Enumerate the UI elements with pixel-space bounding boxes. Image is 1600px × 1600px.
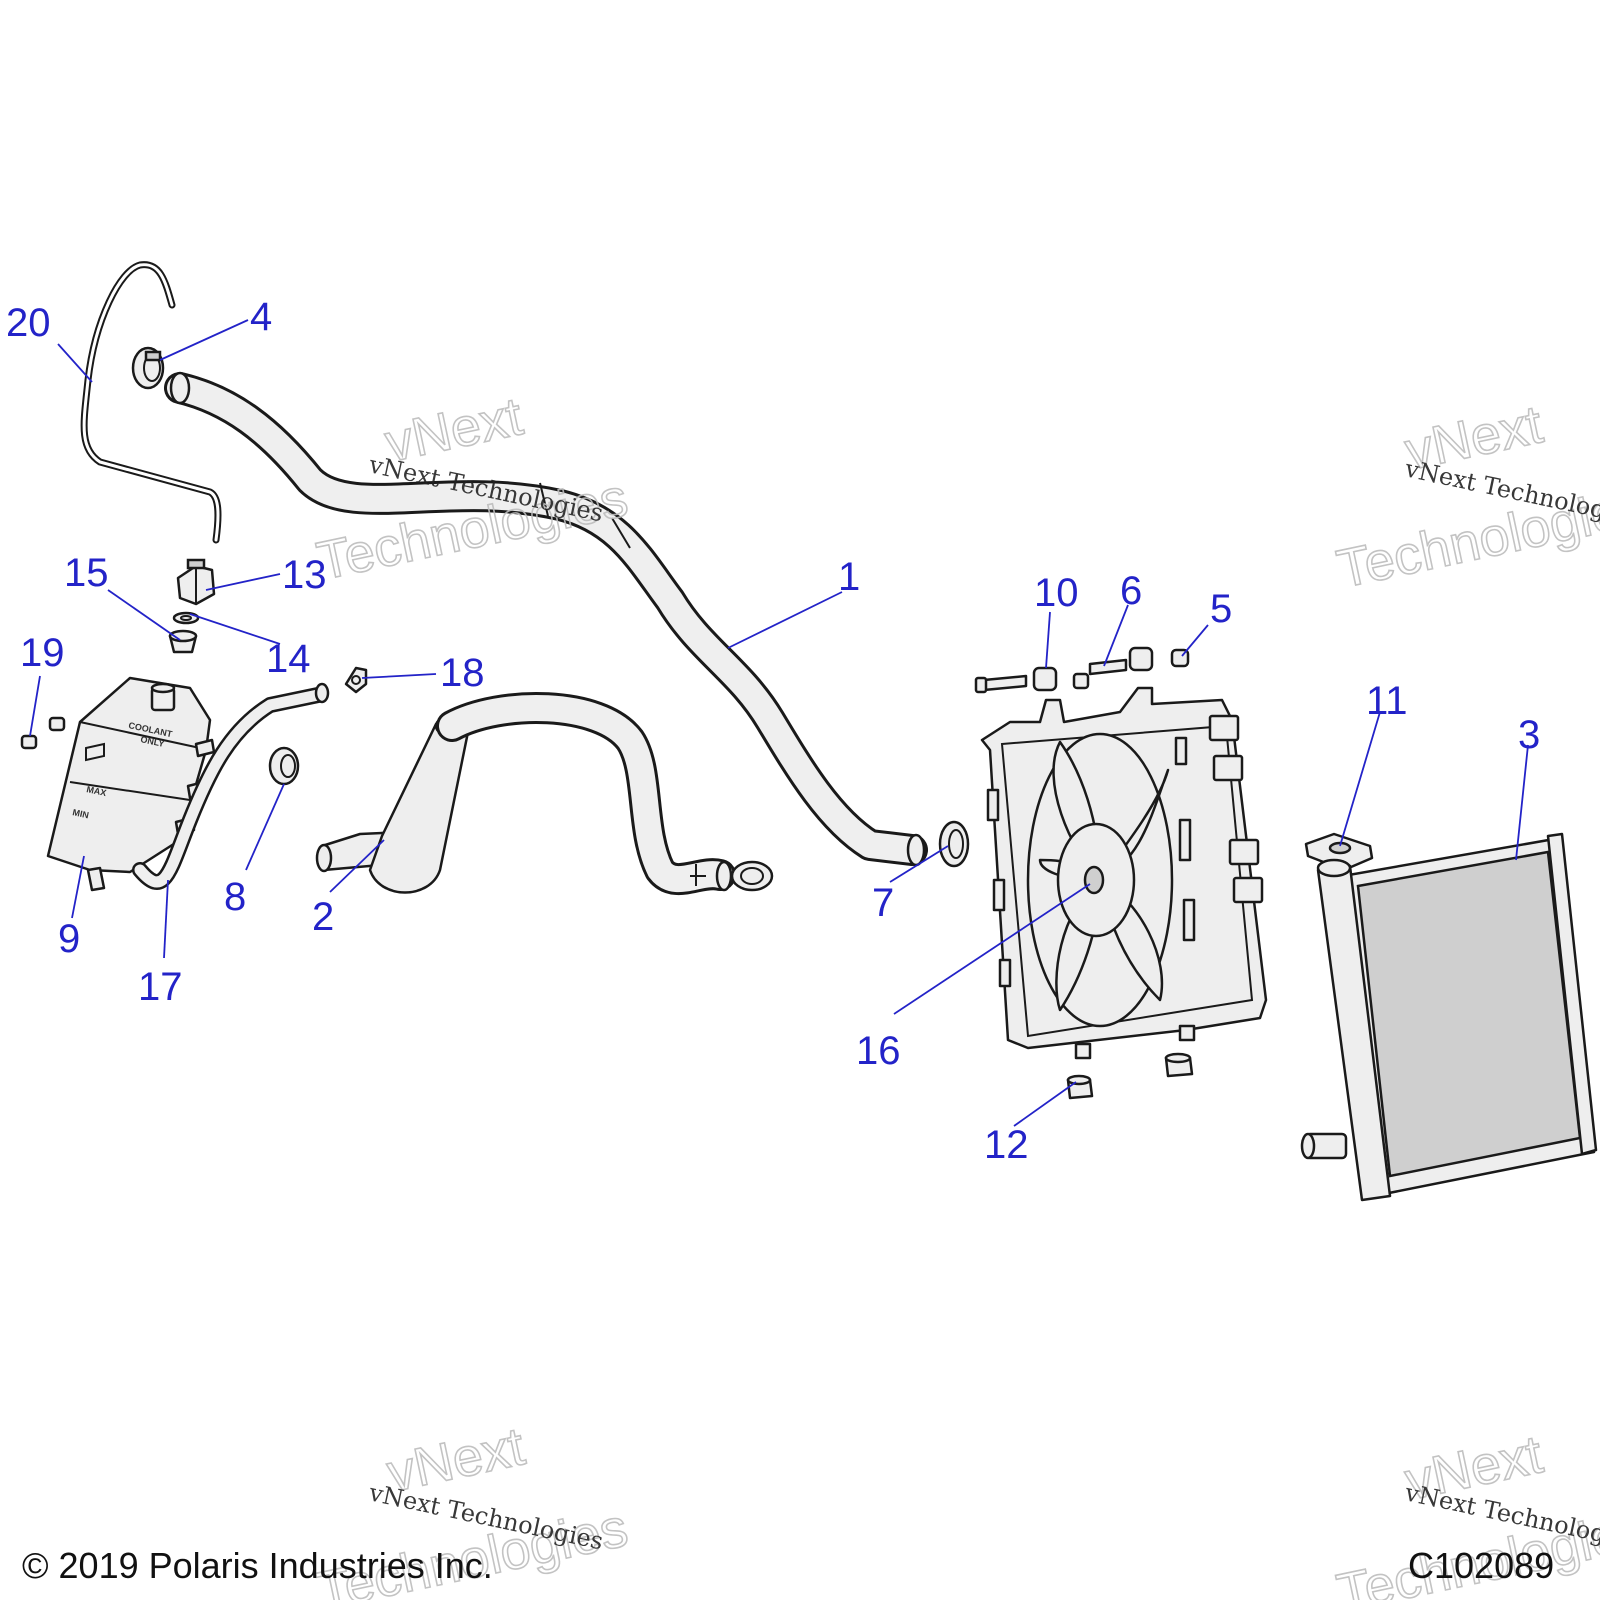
part-12-nuts: [1066, 1052, 1194, 1100]
part-15-fitting: [168, 629, 198, 654]
callout-19: 19: [20, 631, 65, 675]
part-20-vent-tube: [80, 261, 222, 544]
leader-1: [727, 591, 843, 649]
leader-19: [29, 675, 41, 737]
leader-16: [893, 883, 1091, 1015]
leader-lines: [29, 319, 1529, 1127]
callout-9: 9: [58, 917, 80, 961]
leader-6: [1103, 604, 1129, 667]
part-2-lower-coolant-hose: [315, 692, 736, 896]
part-18-clip: [344, 666, 368, 694]
part-19-screws: [20, 716, 66, 750]
callout-11: 11: [1366, 679, 1408, 723]
leader-8: [245, 783, 285, 871]
callout-2: 2: [312, 895, 334, 939]
callout-20: 20: [6, 301, 51, 345]
part-2-hose-clamp: [730, 860, 774, 892]
part-10-grommet-and-bolt: [974, 666, 1058, 694]
reservoir-label-line2: ONLY: [140, 734, 166, 749]
leader-7: [889, 845, 949, 883]
reservoir-max-mark: MAX: [86, 784, 108, 798]
part-3-radiator: [1300, 832, 1598, 1202]
callout-8: 8: [224, 875, 246, 919]
callout-18: 18: [440, 651, 485, 695]
callout-12: 12: [984, 1123, 1029, 1167]
part-6-grommet-and-bolt: [1072, 646, 1154, 690]
callout-17: 17: [138, 965, 183, 1009]
callout-5: 5: [1210, 587, 1232, 631]
part-1-upper-coolant-hose: [164, 371, 928, 867]
callout-6: 6: [1120, 569, 1142, 613]
callout-14: 14: [266, 637, 311, 681]
leader-15: [107, 589, 181, 641]
callout-4: 4: [250, 295, 272, 339]
part-9-coolant-reservoir: COOLANT ONLY MAX MIN: [46, 676, 216, 892]
part-17-small-hose: [132, 682, 330, 890]
part-4-hose-clamp: [131, 346, 165, 390]
leader-20: [57, 343, 93, 383]
part-13-reservoir-cap: [176, 558, 216, 606]
part-11-radiator-cap: [1304, 832, 1374, 872]
callout-1: 1: [838, 555, 860, 599]
leader-13: [205, 573, 281, 591]
callout-7: 7: [872, 881, 894, 925]
part-8-hose-clamp: [268, 746, 300, 786]
callout-15: 15: [64, 551, 109, 595]
leader-17: [163, 879, 169, 959]
copyright-text: © 2019 Polaris Industries Inc.: [22, 1545, 493, 1586]
diagram-code: C102089: [1408, 1545, 1554, 1586]
leader-11: [1339, 711, 1381, 847]
callout-numbers: 1 2 3 4 5 6 7 8 9 10 11 12 13 14 15 16 1…: [6, 295, 1540, 1167]
callout-13: 13: [282, 553, 327, 597]
reservoir-min-mark: MIN: [72, 807, 90, 820]
callout-16: 16: [856, 1029, 901, 1073]
leader-18: [361, 673, 437, 679]
leader-5: [1181, 624, 1209, 657]
leader-9: [71, 855, 85, 919]
callout-3: 3: [1518, 713, 1540, 757]
leader-2: [329, 839, 385, 893]
leader-10: [1045, 611, 1051, 669]
leader-3: [1515, 744, 1529, 861]
leader-4: [159, 319, 249, 361]
part-14-washer: [172, 611, 200, 625]
part-7-hose-clamp: [938, 820, 970, 868]
callout-10: 10: [1034, 571, 1079, 615]
leader-14: [189, 613, 281, 645]
part-16-fan-and-shroud: [980, 686, 1268, 1060]
leader-12: [1013, 1081, 1077, 1127]
